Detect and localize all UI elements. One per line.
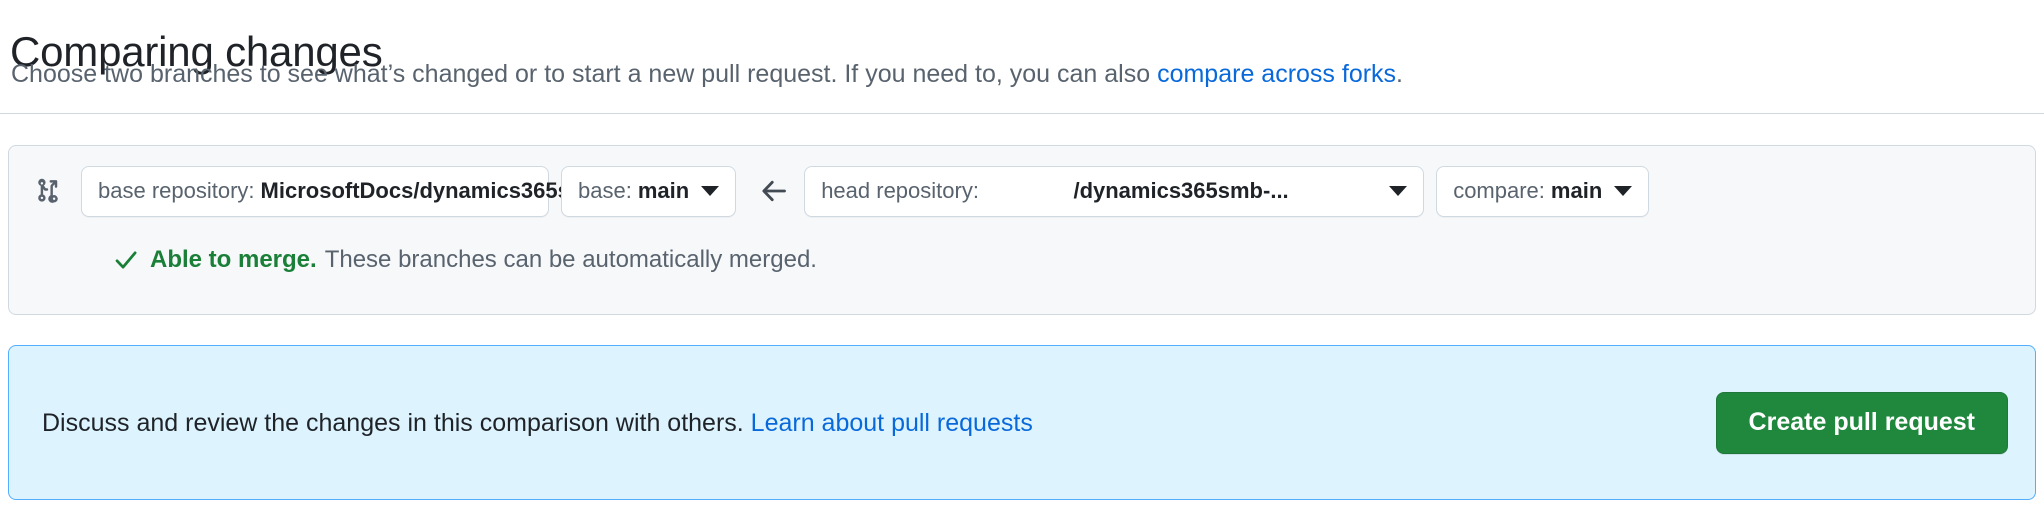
merge-status-headline: Able to merge. [150, 246, 317, 273]
base-repository-dropdown[interactable]: base repository:MicrosoftDocs/dynamics36… [81, 165, 619, 217]
subtitle-text-after: . [1396, 60, 1403, 88]
base-repository-label: base repository: [98, 178, 255, 203]
page-subtitle: Choose two branches to see what’s change… [11, 57, 1403, 91]
base-branch-label: base: [578, 178, 632, 203]
compare-across-forks-link[interactable]: compare across forks [1157, 60, 1397, 88]
check-icon [113, 247, 139, 273]
pull-request-notice-banner: Discuss and review the changes in this c… [8, 345, 2036, 500]
compare-branch-value: main [1550, 178, 1603, 203]
base-branch-dropdown[interactable]: base: main [561, 165, 737, 217]
git-compare-icon [35, 178, 61, 204]
head-repository-label: head repository: [821, 178, 979, 203]
merge-status-detail: These branches can be automatically merg… [324, 246, 817, 273]
compare-branch-label: compare: [1453, 178, 1545, 203]
branch-selector-row: base repository:MicrosoftDocs/dynamics36… [9, 156, 1650, 226]
chevron-down-icon [1614, 186, 1633, 196]
chevron-down-icon [701, 186, 720, 196]
compare-branch-dropdown[interactable]: compare: main [1436, 165, 1650, 217]
merge-status: Able to merge. These branches can be aut… [113, 244, 817, 276]
chevron-down-icon [1389, 186, 1408, 196]
notice-text-before: Discuss and review the changes in this c… [42, 408, 751, 437]
arrow-left-icon [752, 177, 796, 205]
create-pull-request-button[interactable]: Create pull request [1715, 391, 2008, 454]
base-branch-value: main [637, 178, 690, 203]
notice-text: Discuss and review the changes in this c… [42, 406, 1033, 440]
subtitle-text-before: Choose two branches to see what’s change… [11, 60, 1158, 88]
compare-panel: base repository:MicrosoftDocs/dynamics36… [8, 145, 2036, 315]
head-repository-dropdown[interactable]: head repository: /dynamics365smb-... [804, 165, 1425, 217]
base-repository-inner: base repository:MicrosoftDocs/dynamics36… [98, 178, 619, 204]
header-divider [0, 113, 2044, 114]
base-repository-value: MicrosoftDocs/dynamics365s... [260, 178, 589, 203]
head-repository-value: /dynamics365smb-... [1073, 178, 1289, 203]
learn-about-pull-requests-link[interactable]: Learn about pull requests [750, 408, 1033, 437]
base-repository-text: base repository:MicrosoftDocs/dynamics36… [98, 178, 588, 204]
head-repository-inner: head repository: /dynamics365smb-... [821, 178, 1408, 204]
page-title: Comparing changes [10, 28, 383, 76]
